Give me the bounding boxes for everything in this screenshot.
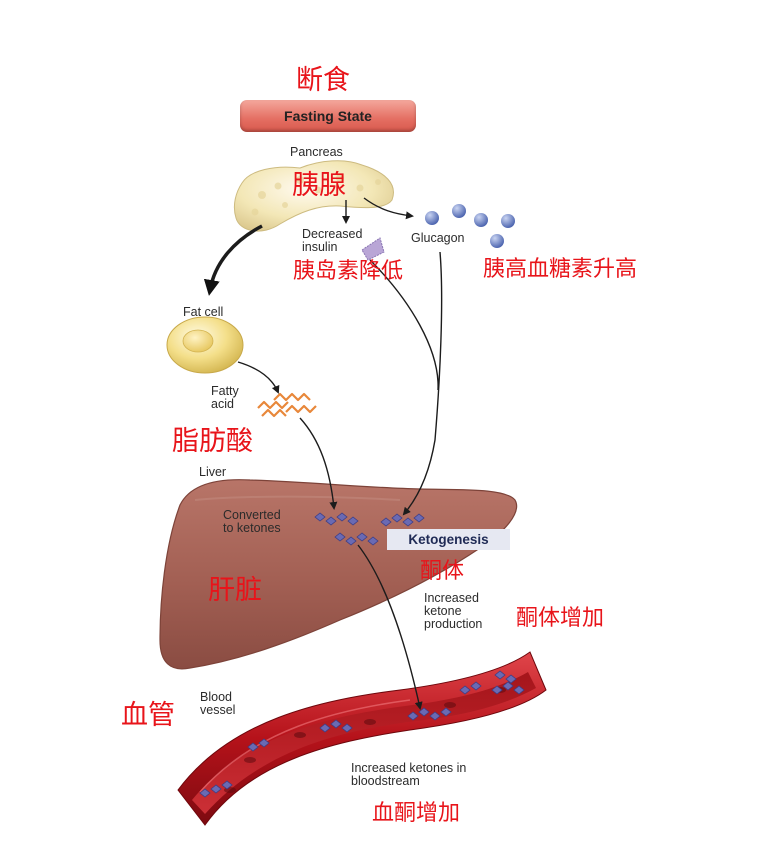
liver-to-blood-arrow [357, 544, 423, 710]
liver-label-cn: 肝脏 [208, 575, 262, 606]
increased-production-label-cn: 酮体增加 [516, 606, 605, 631]
insulin-line [369, 259, 439, 391]
pancreas-label-cn: 胰腺 [292, 170, 346, 201]
increased-blood-label: Increased ketones in bloodstream [351, 761, 467, 788]
glucagon-to-liver-arrow [402, 251, 443, 516]
blood-vessel-label-cn: 血管 [121, 700, 175, 731]
blood-vessel-label: Blood vessel [200, 690, 236, 717]
glucagon-molecules [425, 204, 515, 248]
fatty-acid-to-liver-arrow [299, 417, 338, 510]
fatty-acid-label-cn: 脂肪酸 [172, 426, 253, 457]
fatty-acid-chains [257, 392, 317, 418]
glucagon-label-cn: 胰高血糖素升高 [483, 257, 638, 282]
fat-cell-label: Fat cell [183, 305, 224, 319]
decreased-insulin-label: Decreased insulin [302, 227, 363, 254]
ketogenesis-label-cn: 酮体 [420, 559, 465, 584]
pancreas-to-fat-arrow [203, 224, 263, 296]
ketogenesis-label: Ketogenesis [387, 529, 510, 550]
pancreas-to-glucagon-arrow [363, 197, 414, 220]
fasting-state-banner: Fasting State [240, 100, 416, 132]
converted-label: Converted to ketones [223, 508, 281, 535]
fat-to-fatty-acid-arrow [237, 361, 280, 394]
fatty-acid-label: Fatty acid [211, 384, 239, 411]
liver-label: Liver [199, 465, 227, 479]
blood-vessel-illustration [177, 651, 547, 826]
increased-blood-label-cn: 血酮增加 [372, 801, 461, 826]
pancreas-illustration [233, 160, 394, 232]
fat-cell-illustration [166, 316, 244, 374]
increased-production-label: Increased ketone production [424, 591, 483, 631]
pathway-arrows [203, 197, 443, 710]
title-cn: 断食 [296, 65, 350, 96]
pancreas-label: Pancreas [290, 145, 343, 159]
decreased-insulin-label-cn: 胰岛素降低 [293, 259, 404, 284]
glucagon-label: Glucagon [411, 231, 465, 245]
insulin-symbol [361, 237, 385, 261]
